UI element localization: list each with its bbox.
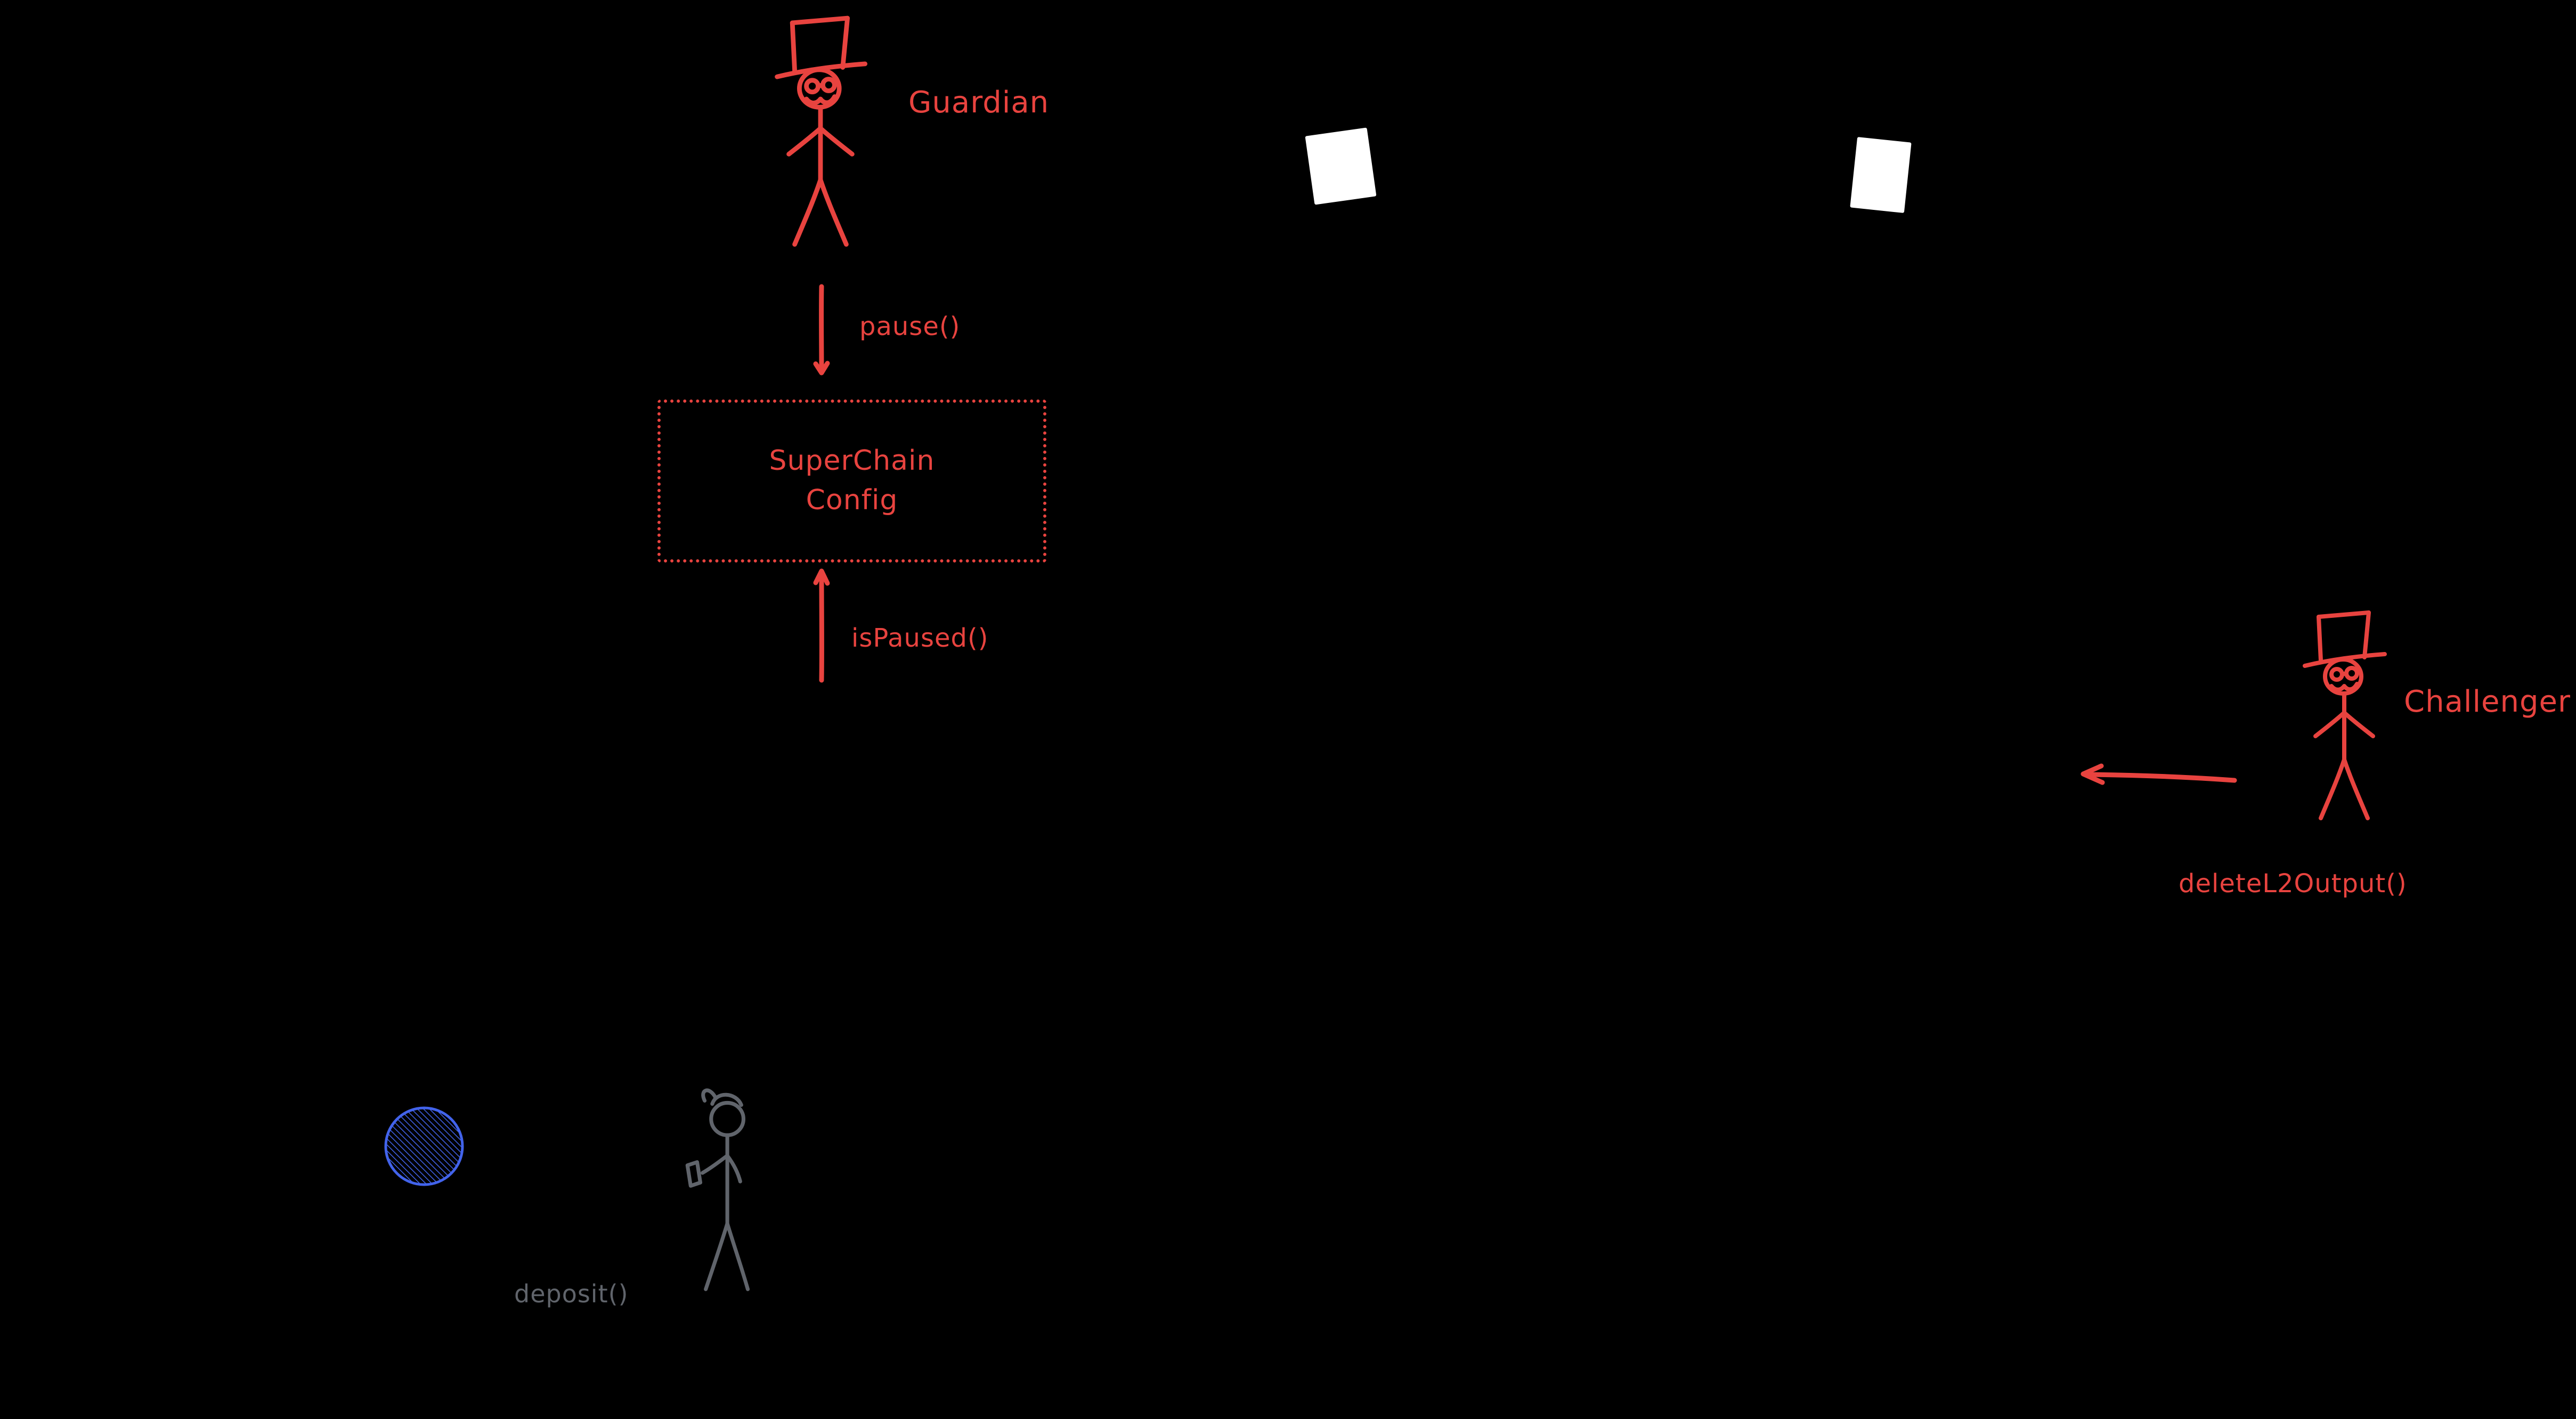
challenger-stick-figure-icon bbox=[2303, 610, 2387, 820]
delete-l2-output-call-label: deleteL2Output() bbox=[2179, 869, 2407, 899]
deposit-call-label: deposit() bbox=[514, 1279, 629, 1308]
superchain-config-title-line2: Config bbox=[806, 484, 898, 516]
delete-l2-output-arrow-left-icon bbox=[2081, 763, 2237, 785]
superchain-config-box: SuperChain Config bbox=[657, 399, 1046, 562]
pause-arrow-down-icon bbox=[813, 284, 830, 376]
is-paused-call-label: isPaused() bbox=[851, 623, 989, 653]
guardian-stick-figure-icon bbox=[775, 15, 867, 247]
challenger-label: Challenger bbox=[2404, 684, 2571, 719]
paper-icon bbox=[1305, 127, 1377, 205]
pause-call-label: pause() bbox=[859, 312, 961, 341]
superchain-config-title-line1: SuperChain bbox=[769, 445, 935, 477]
is-paused-arrow-up-icon bbox=[813, 568, 830, 683]
paper-icon bbox=[1850, 137, 1912, 213]
depositor-stick-figure-icon bbox=[685, 1088, 750, 1291]
guardian-label: Guardian bbox=[908, 85, 1050, 120]
hatched-token-icon bbox=[384, 1106, 464, 1186]
